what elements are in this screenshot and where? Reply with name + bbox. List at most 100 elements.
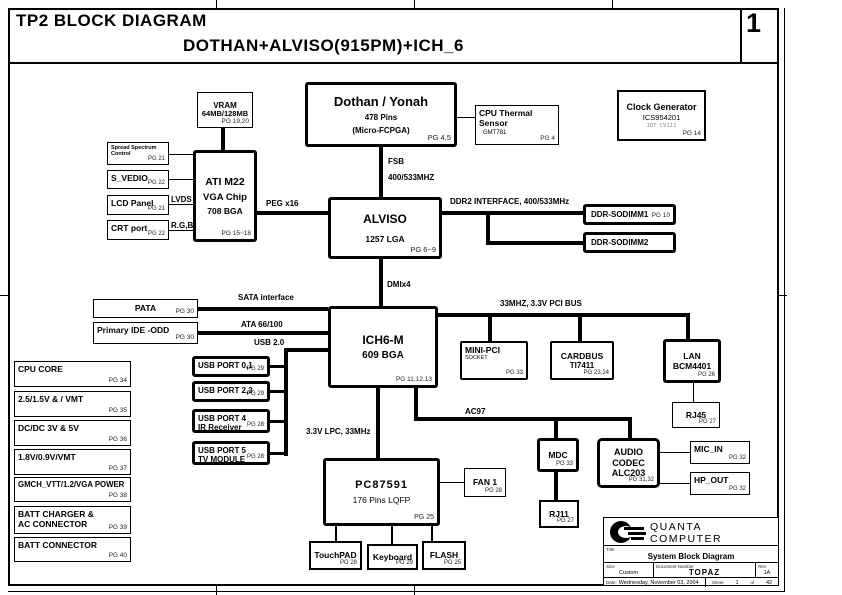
wire-ddr2-branch [486,211,490,245]
sheet-cell: Sheet 1 of 42 [706,578,778,587]
page-subtitle: DOTHAN+ALVISO(915PM)+ICH_6 [183,36,464,55]
ati-sub1: VGA Chip [203,192,247,204]
flash-pg: PG 25 [443,559,461,566]
cardbus-sub: TI7411 [569,360,595,370]
mini-pci-sub: SOCKET [465,355,488,362]
dothan-package: (Micro-FCPGA) [352,125,410,135]
block-lcd-panel: LCD Panel PG 21 [107,195,169,215]
label-lvds: LVDS [171,195,192,204]
usb23-pg: PG 29 [246,390,264,397]
label-dmi: DMIx4 [387,280,411,289]
block-ati-m22: ATI M22 VGA Chip 708 BGA PG 15~18 [193,150,257,242]
usb5-line2: TV MODULE [198,455,246,465]
sidebar-item-2v5-1v5-vmt: 2.5/1.5V & / VMT PG 35 [14,391,131,417]
audio-codec-line3: ALC203 [611,468,646,479]
wire-ac97-h [414,417,632,421]
wire-pci-bus [437,313,690,317]
keyboard-pg: PG 29 [395,559,413,566]
touchpad-pg: PG 28 [339,559,357,566]
wire-vram-ati [221,128,225,150]
block-rj45: RJ45 PG 27 [672,402,720,428]
pc87591-pg: PG 25 [414,513,434,521]
company-line1: QUANTA [650,521,702,533]
frame-tick [414,0,415,8]
size-cell: Size Custom [604,563,654,577]
wire-codec-micin [659,452,690,453]
audio-codec-pg: PG 31,32 [628,476,654,483]
flash-name: FLASH [429,550,459,561]
cpu-thermal-chip: GMT781 [483,130,507,137]
rev-cell: Rev 1A [756,563,778,577]
crt-port-name: CRT port [111,223,148,233]
block-s-vedio: S_VEDIO PG 22 [107,170,169,189]
wire-fsb [379,146,383,197]
sidebar-item-batt-charger: BATT CHARGER & AC CONNECTOR PG 39 [14,506,131,534]
sidebar-pg: PG 37 [108,465,127,473]
frame-tick [0,295,8,296]
block-hp-out: HP_OUT PG 32 [690,472,750,495]
ati-name: ATI M22 [205,175,245,188]
size-label: Size [606,564,615,569]
wire-mdc-branch [554,417,558,440]
cpu-thermal-line1: CPU Thermal [479,108,533,118]
sheet-border-outer-bottom [8,591,785,592]
sheet-label: Sheet [711,580,724,585]
wire-dothan-sensor [456,117,475,118]
wire-lan-rj45 [693,382,694,403]
ich6m-sub: 609 BGA [362,349,404,361]
cardbus-name: CARDBUS [560,350,604,361]
doc-number-value: TOPAZ [688,568,721,577]
usb5-pg: PG 28 [246,453,264,460]
block-touchpad: TouchPAD PG 28 [309,541,362,570]
cardbus-pg: PG 23,24 [583,369,609,376]
block-usb-port5: USB PORT 5 TV MODULE PG 28 [192,441,270,465]
clock-gen-pg: PG 14 [682,130,701,138]
pc87591-sub: 176 Pins LQFP [352,495,411,506]
sheet-of-label: of [750,580,755,585]
sidebar-label: DC/DC 3V & 5V [18,423,79,433]
sidebar-label-line2: AC CONNECTOR [18,519,88,530]
title-block-logo-row: QUANTA COMPUTER [604,518,778,546]
hp-out-pg: PG 32 [728,485,746,492]
wire-usb01 [269,365,284,368]
lcd-panel-pg: PG 21 [147,205,165,212]
wire-pc-flash [431,525,433,542]
lcd-panel-name: LCD Panel [111,198,154,208]
quanta-logo-bar [631,537,644,540]
sidebar-label: 1.8V/0.9V/VMT [18,452,76,462]
usb23-name: USB PORT 2,3 [198,386,253,395]
label-fsb: FSB [388,157,404,166]
sidebar-item-cpu-core: CPU CORE PG 34 [14,361,131,387]
pata-pg: PG 30 [175,308,194,316]
sidebar-pg: PG 36 [108,436,127,444]
sheet-border [8,8,779,586]
rj11-pg: PG 27 [556,517,574,524]
cpu-thermal-line2: Sensor [479,118,508,129]
block-flash: FLASH PG 25 [422,541,466,570]
quanta-logo-bar [624,527,644,530]
sidebar-item-dcdc-3v-5v: DC/DC 3V & 5V PG 36 [14,420,131,446]
spread-line2: Control [111,151,131,158]
dothan-pg: PG 4,5 [427,133,451,143]
wire-dmi [379,258,383,306]
pata-name: PATA [134,303,157,314]
primary-ide-name: Primary IDE -ODD [97,325,170,335]
wire-usb20 [284,348,328,352]
vram-name: VRAM [213,100,237,110]
alviso-sub: 1257 LGA [365,233,405,244]
block-pc87591: PC87591 176 Pins LQFP PG 25 [323,458,440,526]
wire-ac97-v [414,387,418,420]
mic-in-pg: PG 32 [728,454,746,461]
wire-mdc-rj11 [554,471,558,502]
wire-sata [197,307,328,311]
block-fan1: FAN 1 PG 28 [464,468,506,497]
ati-sub2: 708 BGA [207,206,243,217]
label-sata: SATA interface [238,293,294,302]
usb5-line1: USB PORT 5 [198,446,247,455]
ddr-sodimm2-name: DDR-SODIMM2 [591,237,649,247]
block-mdc: MDC PG 33 [537,438,579,472]
wire-pc-keyboard [391,525,393,545]
sidebar-pg: PG 34 [108,377,127,385]
sidebar-pg: PG 40 [108,552,127,560]
label-pci: 33MHZ, 3.3V PCI BUS [500,299,582,308]
